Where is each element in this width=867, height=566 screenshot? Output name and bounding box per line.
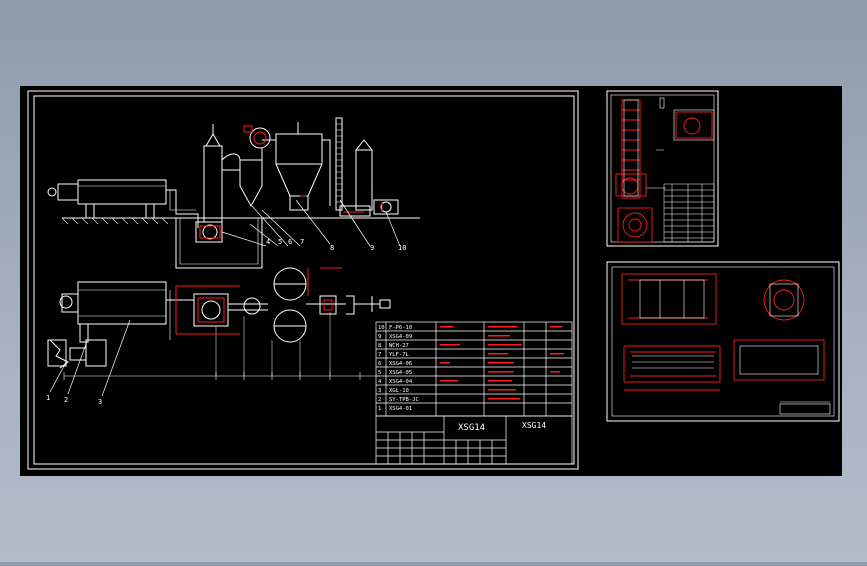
leader-number-1: 1 [46,394,50,402]
bom-code-6: XSG4-05 [389,370,412,376]
detail-sheet-bottom-border [606,261,840,422]
bom-no-3: 8 [378,343,381,349]
elevation-view [47,117,420,269]
bom-no-10: 1 [378,406,381,412]
bom-code-4: YLF-7L [389,352,410,358]
elevation-red-details [199,125,383,239]
model-space-background [20,86,842,476]
bom-code-10: XSG4-01 [389,406,412,412]
bom-no-2: 9 [378,334,381,340]
leader-lines [49,199,401,397]
bom-code-9: SY-TPB-JC [389,397,419,403]
leader-number-9: 9 [370,244,374,252]
main-sheet-text: 1 2 3 4 5 6 7 8 9 10 10 F-P6-10 9 XSG4-0… [46,238,564,433]
elevator-column-red [615,99,713,243]
title-block-drawing-code: XSG14 [458,423,485,433]
leader-number-8: 8 [330,244,334,252]
detail-sheet-top-border [606,90,719,247]
bom-no-7: 4 [378,379,382,385]
bom-no-9: 2 [378,397,381,403]
leader-number-2: 2 [64,396,68,404]
detail-sheet-top-table [663,183,715,243]
bom-code-3: WCH-27 [389,343,409,349]
leader-number-4: 4 [266,238,270,246]
detail-sheet-bottom[interactable] [606,261,840,422]
bom-no-5: 6 [378,361,381,367]
title-block [375,415,573,465]
plan-view [47,267,391,380]
dryer-details-white [632,279,831,415]
leader-number-7: 7 [300,238,304,246]
title-block-drawing-code-secondary: XSG14 [522,421,546,430]
bom-no-4: 7 [378,352,381,358]
detail-sheet-top[interactable] [606,90,719,247]
leader-number-10: 10 [398,244,406,252]
bom-no-1: 10 [378,325,385,331]
leader-number-5: 5 [278,238,282,246]
bom-no-6: 5 [378,370,381,376]
bom-red-marks [440,326,564,400]
sheet-outer-border [27,90,579,470]
leader-number-6: 6 [288,238,292,246]
bom-code-1: F-P6-10 [389,325,412,331]
sheet-inner-border [33,95,575,465]
bom-no-8: 3 [378,388,381,394]
bom-code-7: XSG4-04 [389,379,413,385]
leader-number-3: 3 [98,398,102,406]
main-drawing-sheet[interactable] [27,90,579,470]
bom-code-8: XGL-10 [389,388,409,394]
bom-code-2: XSG4-09 [389,334,412,340]
bom-code-5: XSG4-06 [389,361,412,367]
elevator-column-white [623,97,715,197]
plan-red-details [175,267,342,335]
